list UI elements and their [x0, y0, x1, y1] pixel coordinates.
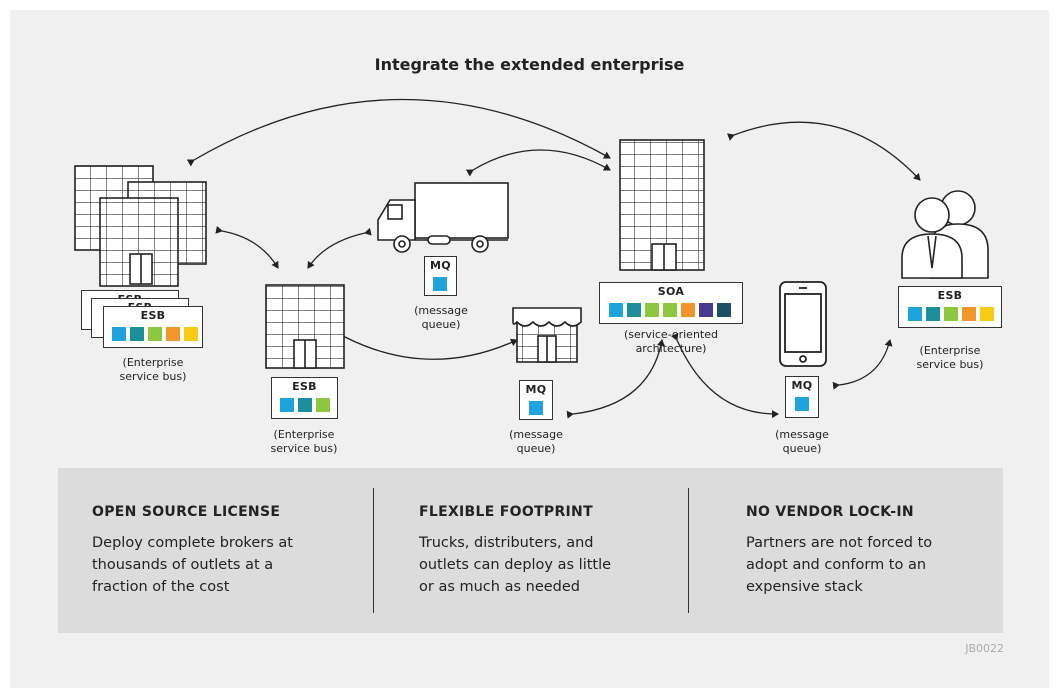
- caption-enterprise-mid: (Enterprise service bus): [270, 428, 338, 455]
- esb-box-mid: ESB: [271, 377, 338, 419]
- arrow-mid-esb-to-store: [337, 330, 518, 360]
- benefits-panel: OPEN SOURCE LICENSE Deploy complete brok…: [58, 468, 1003, 633]
- delivery-truck: [377, 182, 509, 253]
- color-swatch: [112, 327, 126, 341]
- benefit-open-source: OPEN SOURCE LICENSE Deploy complete brok…: [58, 468, 373, 633]
- color-swatch: [795, 397, 809, 411]
- color-swatch: [717, 303, 731, 317]
- color-swatch: [944, 307, 958, 321]
- color-swatch: [433, 277, 447, 291]
- arrow-store-mq-to-soa: [566, 339, 665, 419]
- panel-divider: [688, 488, 689, 613]
- caption-enterprise-left: (Enterprise service bus): [119, 356, 187, 383]
- soa-box: SOA: [599, 282, 743, 324]
- mq-box-truck: MQ: [424, 256, 457, 296]
- diagram-title: Integrate the extended enterprise: [374, 55, 685, 74]
- color-swatch: [908, 307, 922, 321]
- color-swatch: [529, 401, 543, 415]
- mq-box-phone: MQ: [785, 376, 819, 418]
- color-swatch: [280, 398, 294, 412]
- mid-office-building: [265, 284, 345, 369]
- people-partners: [901, 190, 989, 279]
- esb-box-people: ESB: [898, 286, 1002, 328]
- arrow-left-building-to-soa: [186, 98, 611, 167]
- caption-store-mq: (message queue): [509, 428, 563, 455]
- color-swatch: [645, 303, 659, 317]
- color-swatch: [148, 327, 162, 341]
- arrow-truck-to-mid-esb: [307, 227, 372, 269]
- benefit-text: Deploy complete brokers at thousands of …: [92, 535, 293, 595]
- benefit-flexible-footprint: FLEXIBLE FOOTPRINT Trucks, distributers,…: [385, 468, 690, 633]
- benefit-heading: NO VENDOR LOCK-IN: [746, 504, 914, 520]
- color-swatch: [184, 327, 198, 341]
- panel-divider: [373, 488, 374, 613]
- color-swatch: [130, 327, 144, 341]
- color-swatch: [962, 307, 976, 321]
- caption-people-esb: (Enterprise service bus): [916, 344, 984, 371]
- color-swatch: [663, 303, 677, 317]
- arrow-soa-to-phone-mq: [670, 332, 779, 419]
- benefit-text: Trucks, distributers, and outlets can de…: [419, 535, 612, 595]
- arrow-soa-to-people: [726, 121, 921, 181]
- mobile-phone: [779, 281, 827, 367]
- soa-tower-building: [619, 139, 705, 271]
- caption-soa: (service-oriented architecture): [624, 328, 718, 355]
- esb-box-left: ESB: [103, 306, 203, 348]
- benefit-no-vendor-lockin: NO VENDOR LOCK-IN Partners are not force…: [712, 468, 1002, 633]
- caption-phone-mq: (message queue): [775, 428, 829, 455]
- benefit-heading: OPEN SOURCE LICENSE: [92, 504, 281, 520]
- color-swatch: [926, 307, 940, 321]
- color-swatch: [699, 303, 713, 317]
- arrow-left-building-to-mid-esb: [215, 225, 279, 269]
- color-swatch: [627, 303, 641, 317]
- color-swatch: [316, 398, 330, 412]
- color-swatch: [980, 307, 994, 321]
- retail-store: [512, 307, 582, 363]
- diagram-canvas: Integrate the extended enterprise: [10, 10, 1049, 688]
- arrow-phone-mq-to-people: [832, 339, 893, 390]
- left-office-buildings: [74, 165, 207, 287]
- color-swatch: [166, 327, 180, 341]
- figure-code: JB0022: [965, 642, 1004, 655]
- caption-truck-mq: (message queue): [414, 304, 468, 331]
- arrow-truck-to-soa: [465, 149, 611, 177]
- mq-box-store: MQ: [519, 380, 553, 420]
- diagram-graphics: [74, 98, 989, 419]
- benefit-text: Partners are not forced to adopt and con…: [746, 535, 933, 595]
- color-swatch: [681, 303, 695, 317]
- color-swatch: [298, 398, 312, 412]
- color-swatch: [609, 303, 623, 317]
- benefit-heading: FLEXIBLE FOOTPRINT: [419, 504, 593, 520]
